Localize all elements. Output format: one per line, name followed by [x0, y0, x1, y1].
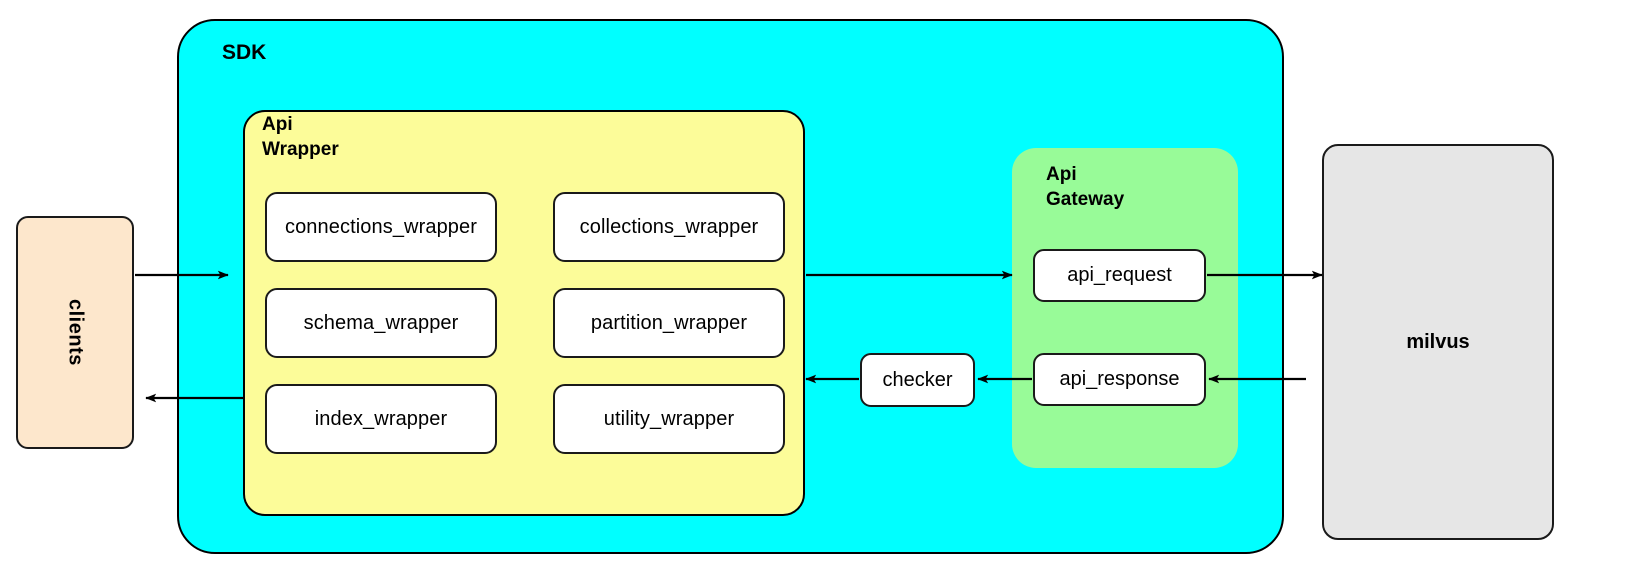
- node-milvus[interactable]: milvus: [1322, 144, 1554, 540]
- api-gateway-container[interactable]: [1012, 148, 1238, 468]
- module-api-request[interactable]: api_request: [1033, 249, 1206, 302]
- module-collections-wrapper[interactable]: collections_wrapper: [553, 192, 785, 262]
- api-wrapper-container-label: Api Wrapper: [262, 114, 339, 160]
- module-utility-wrapper[interactable]: utility_wrapper: [553, 384, 785, 454]
- module-api-response[interactable]: api_response: [1033, 353, 1206, 406]
- module-index-wrapper[interactable]: index_wrapper: [265, 384, 497, 454]
- node-milvus-label: milvus: [1406, 330, 1470, 353]
- module-connections-wrapper[interactable]: connections_wrapper: [265, 192, 497, 262]
- module-partition-wrapper[interactable]: partition_wrapper: [553, 288, 785, 358]
- module-schema-wrapper[interactable]: schema_wrapper: [265, 288, 497, 358]
- node-checker[interactable]: checker: [860, 353, 975, 407]
- node-clients-label: clients: [64, 299, 87, 366]
- node-clients[interactable]: clients: [16, 216, 134, 449]
- sdk-container-label: SDK: [222, 41, 267, 64]
- api-gateway-container-label: Api Gateway: [1046, 164, 1125, 210]
